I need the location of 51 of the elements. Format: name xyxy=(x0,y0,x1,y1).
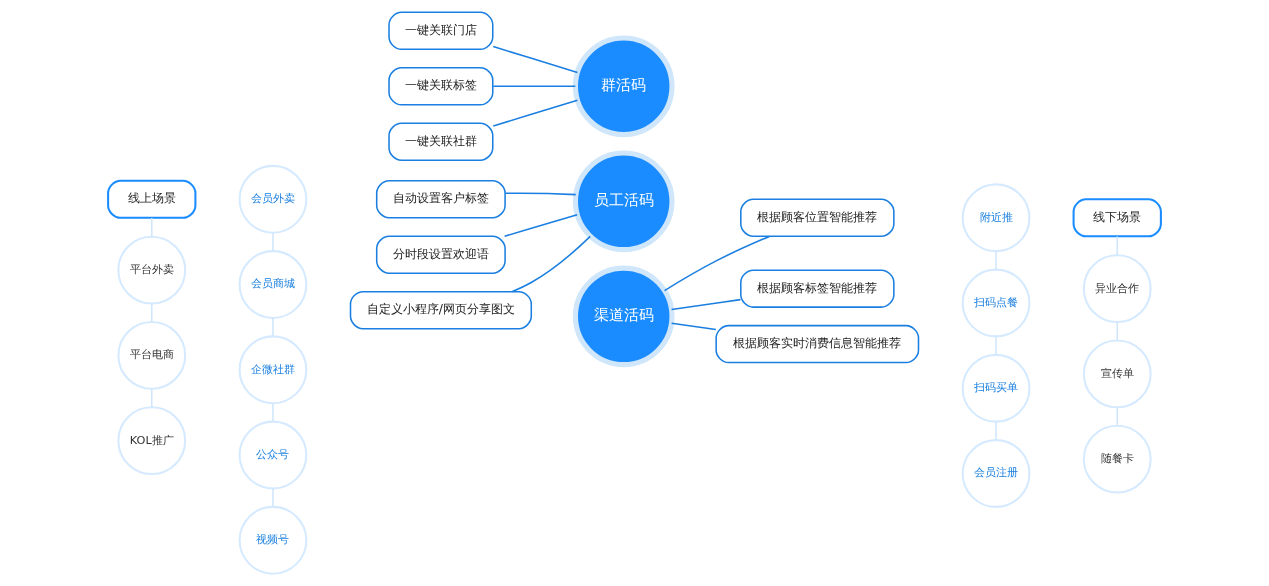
connector xyxy=(670,298,742,311)
connector xyxy=(492,45,579,74)
node-box: 自定义小程序/网页分享图文 xyxy=(349,290,533,330)
connector xyxy=(1116,321,1118,341)
connector xyxy=(272,232,274,252)
connector xyxy=(151,388,153,408)
connector xyxy=(511,235,591,293)
node-circle: KOL推广 xyxy=(117,406,187,476)
node-box: 线下场景 xyxy=(1072,198,1162,238)
node-circle: 扫码买单 xyxy=(961,353,1031,423)
node-circle: 公众号 xyxy=(238,420,308,490)
node-circle: 渠道活码 xyxy=(572,265,675,368)
connector xyxy=(272,317,274,337)
connector xyxy=(1116,406,1118,427)
node-circle: 扫码点餐 xyxy=(961,268,1031,338)
connector xyxy=(151,217,153,238)
node-circle: 视频号 xyxy=(238,505,308,575)
connector xyxy=(272,402,274,423)
connector xyxy=(151,302,153,323)
node-circle: 随餐卡 xyxy=(1082,424,1152,494)
node-box: 线上场景 xyxy=(107,179,197,219)
node-box: 根据顾客实时消费信息智能推荐 xyxy=(715,324,920,364)
node-circle: 平台外卖 xyxy=(117,235,187,305)
connector xyxy=(492,99,579,127)
connector xyxy=(995,335,997,356)
node-circle: 员工活码 xyxy=(572,150,675,253)
connector xyxy=(503,214,578,237)
connector xyxy=(272,487,274,508)
node-circle: 宣传单 xyxy=(1082,339,1152,409)
connector xyxy=(504,192,577,196)
connector xyxy=(1116,235,1118,256)
node-circle: 企微社群 xyxy=(238,335,308,405)
connector xyxy=(995,250,997,271)
node-circle: 附近推 xyxy=(961,183,1031,253)
node-circle: 异业合作 xyxy=(1082,254,1152,324)
node-box: 根据顾客位置智能推荐 xyxy=(740,198,895,237)
node-box: 自动设置客户标签 xyxy=(375,180,506,219)
connector xyxy=(663,235,771,292)
connector xyxy=(995,420,997,441)
node-circle: 群活码 xyxy=(572,35,675,138)
node-circle: 平台电商 xyxy=(117,321,187,390)
connector xyxy=(492,85,577,88)
connector xyxy=(670,322,717,331)
node-box: 根据顾客标签智能推荐 xyxy=(740,269,895,308)
node-box: 一键关联门店 xyxy=(388,11,494,51)
node-circle: 会员外卖 xyxy=(238,164,308,234)
node-box: 分时段设置欢迎语 xyxy=(375,235,506,274)
node-circle: 会员商城 xyxy=(238,250,308,319)
node-box: 一键关联标签 xyxy=(388,67,494,106)
node-box: 一键关联社群 xyxy=(388,122,494,161)
node-circle: 会员注册 xyxy=(961,439,1031,508)
